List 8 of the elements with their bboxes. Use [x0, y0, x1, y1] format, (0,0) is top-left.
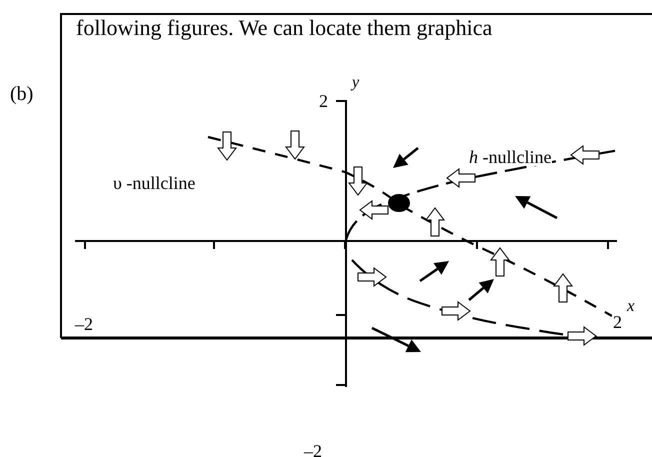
- tick-label: –2: [74, 315, 94, 333]
- tick-label: 2: [612, 313, 623, 331]
- curve-label: υ -nullcline: [112, 174, 196, 192]
- curve-label: h -nullcline: [468, 148, 552, 166]
- tick-label: –2: [303, 442, 323, 457]
- body-text: following figures. We can locate them graphica: [75, 17, 494, 39]
- tick-label: 2: [318, 92, 329, 110]
- panel-label: (b): [9, 84, 34, 104]
